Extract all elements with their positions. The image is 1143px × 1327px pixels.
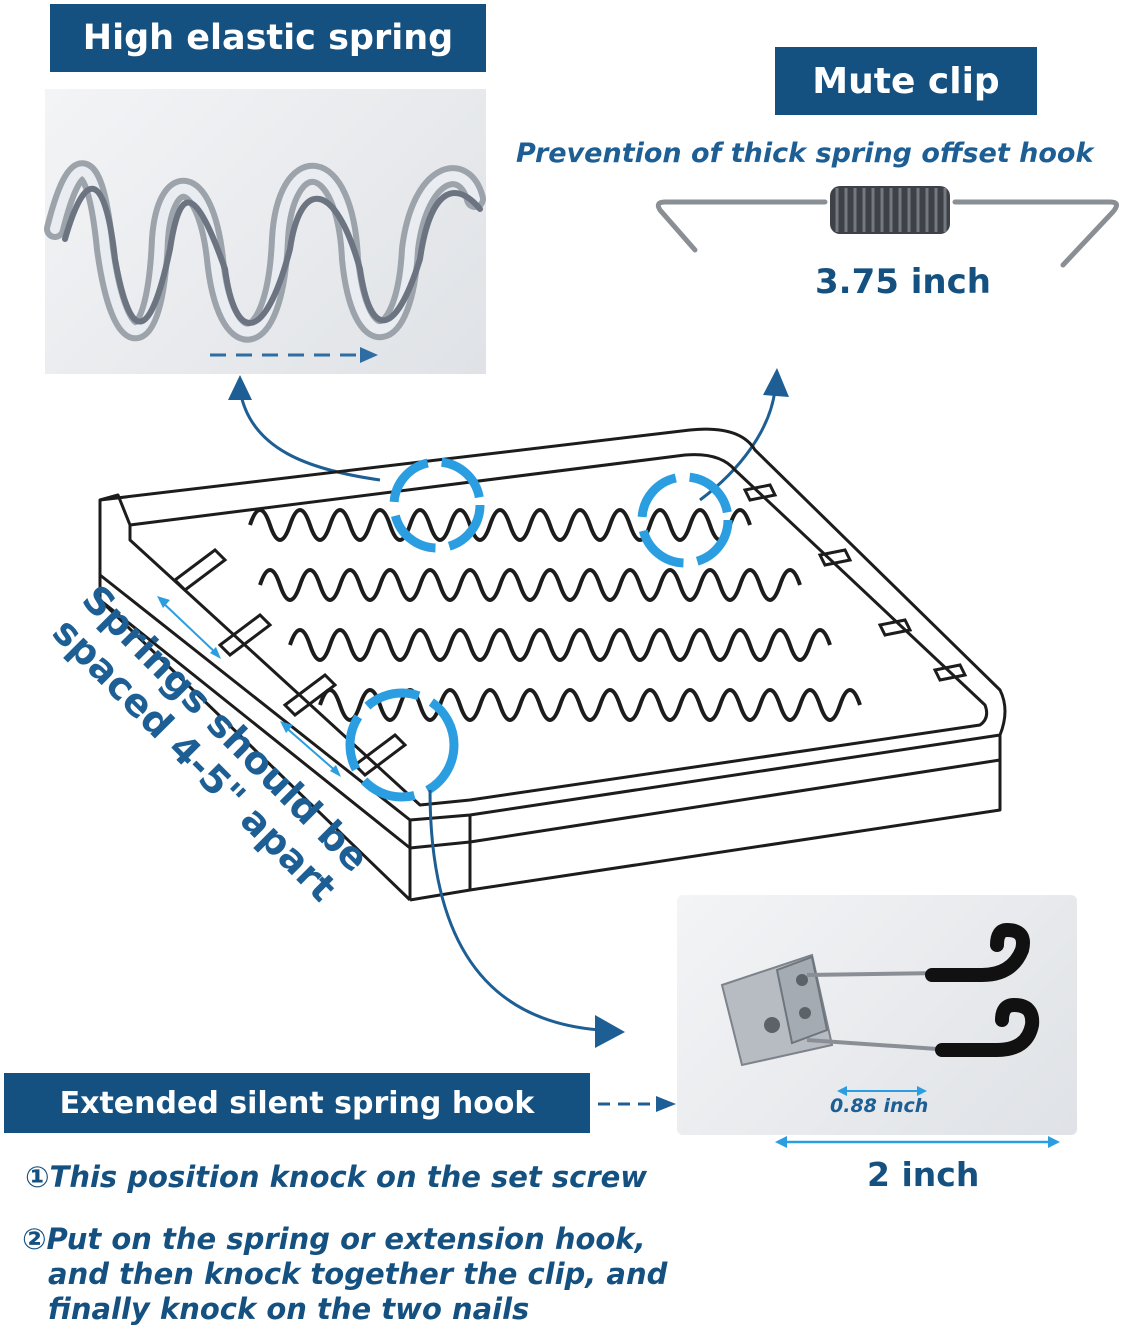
- mute-clip-length: 3.75 inch: [815, 262, 991, 302]
- hook-width-label: 0.88 inch: [830, 1095, 929, 1117]
- tension-spring-icon: [655, 180, 1135, 270]
- instruction-2-line2: and then knock together the clip, and: [48, 1257, 668, 1291]
- instruction-2-line3: finally knock on the two nails: [48, 1292, 530, 1326]
- instruction-1: ①This position knock on the set screw: [25, 1160, 648, 1194]
- silent-hook-photo: [677, 895, 1077, 1135]
- spring-banner: High elastic spring: [50, 4, 486, 72]
- instruction-2: ②Put on the spring or extension hook, an…: [22, 1222, 667, 1327]
- silent-hook-icon: [720, 922, 1040, 1096]
- seat-frame-diagram: [0, 360, 1143, 1060]
- zigzag-spring-icon: [44, 160, 486, 363]
- mute-clip-subtitle: Prevention of thick spring offset hook: [516, 138, 1094, 169]
- dashed-arrow-icon: [598, 1094, 678, 1114]
- hook-length-arrow: [775, 1132, 1060, 1152]
- mute-clip-banner: Mute clip: [775, 47, 1037, 115]
- instruction-2-line1: ②Put on the spring or extension hook,: [22, 1222, 646, 1256]
- hook-banner: Extended silent spring hook: [4, 1073, 590, 1133]
- hook-length-label: 2 inch: [867, 1155, 980, 1194]
- zigzag-spring-photo: [44, 89, 486, 374]
